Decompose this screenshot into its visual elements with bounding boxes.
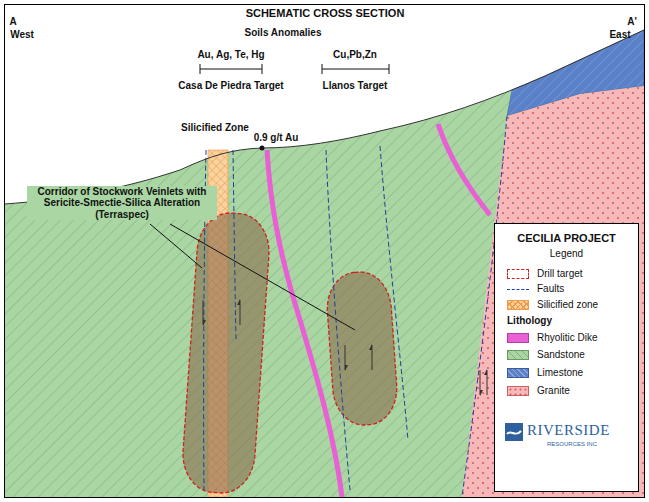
logo-icon <box>505 423 523 441</box>
logo-name: RIVERSIDE <box>527 422 610 439</box>
legend-text: Drill target <box>537 268 583 280</box>
target-name: Casa De Piedra Target <box>178 80 283 92</box>
alteration-callout: Corridor of Stockwork Veinlets with Seri… <box>27 186 217 221</box>
legend-text: Sandstone <box>537 349 585 361</box>
legend-heading: Legend <box>550 248 583 260</box>
legend-text: Faults <box>537 283 564 295</box>
legend-text: Limestone <box>537 367 583 379</box>
zone-label: Silicified Zone <box>181 122 249 134</box>
legend-swatch <box>507 300 529 310</box>
logo-subtitle: RESOURCES INC <box>547 441 597 448</box>
assay-value: 0.9 g/t Au <box>254 132 299 144</box>
legend-text: Rhyolitic Dike <box>537 332 598 344</box>
legend-text: Silicified zone <box>537 299 598 311</box>
direction: East <box>609 29 630 41</box>
legend-swatch <box>507 269 529 279</box>
legend-text: Granite <box>537 385 570 397</box>
legend-swatch <box>507 368 529 378</box>
section-end: A <box>9 16 16 28</box>
legend-swatch <box>507 333 529 343</box>
legend-project-title: CECILIA PROJECT <box>517 232 616 245</box>
anomaly-heading: Soils Anomalies <box>245 27 322 39</box>
legend-subheading: Lithology <box>507 315 552 327</box>
legend-swatch <box>507 289 529 290</box>
target-name: Llanos Target <box>323 80 388 92</box>
element-list: Au, Ag, Te, Hg <box>197 49 264 61</box>
section-end: A' <box>627 16 637 28</box>
direction: West <box>10 29 34 41</box>
element-list: Cu,Pb,Zn <box>333 49 377 61</box>
diagram-title: SCHEMATIC CROSS SECTION <box>246 7 405 20</box>
legend-swatch <box>507 350 529 360</box>
legend-panel: CECILIA PROJECT LegendDrill targetFaultsS… <box>494 223 639 492</box>
legend-swatch <box>507 386 529 396</box>
